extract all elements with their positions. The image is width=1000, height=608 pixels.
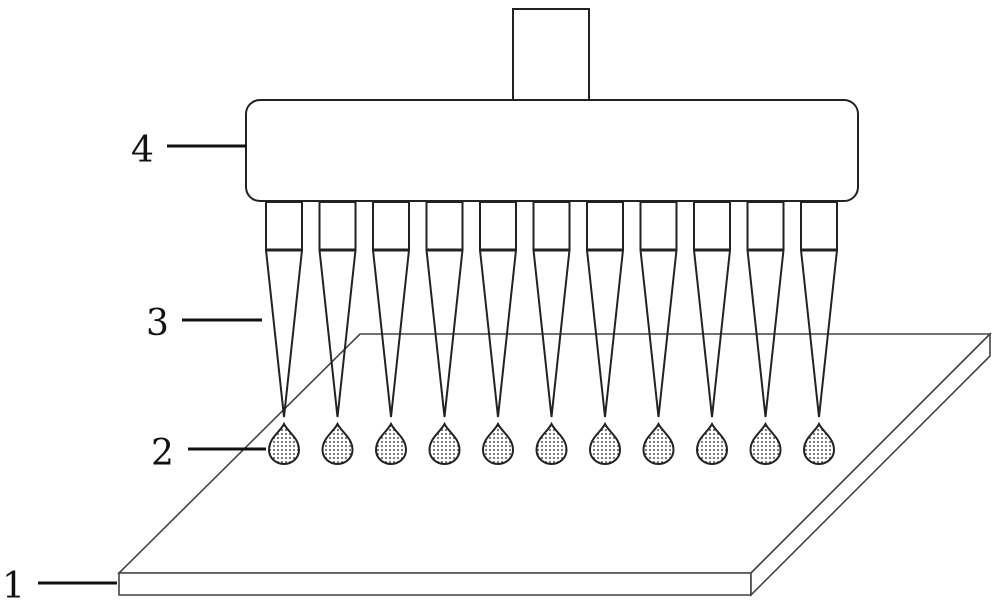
tip-collar [693, 201, 731, 251]
tip-cone [800, 249, 838, 418]
droplet [481, 421, 515, 465]
tip-collar [265, 201, 303, 251]
label-1: 1 [2, 566, 117, 607]
tip-collar [746, 201, 785, 251]
tip-collar [479, 201, 517, 251]
droplet [428, 421, 461, 465]
plate-side-face [750, 332, 991, 597]
pipette-tip [318, 201, 357, 418]
tip-collar [425, 201, 464, 251]
droplet [321, 421, 354, 465]
droplet [642, 421, 675, 465]
pipette-tip [693, 201, 731, 418]
droplet [374, 421, 408, 465]
tip-cone [746, 249, 785, 418]
tip-collar [532, 201, 571, 251]
label-2: 2 [151, 433, 266, 474]
tip-cone [639, 249, 678, 418]
tip-collar [372, 201, 410, 251]
tip-collar [800, 201, 838, 251]
tip-array [265, 201, 838, 465]
pipette-tip [265, 201, 303, 418]
label-text-2: 2 [151, 433, 174, 474]
tip-cone [372, 249, 410, 418]
label-text-3: 3 [146, 303, 169, 344]
tip-cone [586, 249, 624, 418]
droplet [802, 421, 836, 465]
pipette-tip [425, 201, 464, 418]
pipette-tip [532, 201, 571, 418]
head-connector [512, 8, 590, 101]
label-3: 3 [146, 303, 262, 344]
tip-cone [479, 249, 517, 418]
tip-cone [532, 249, 571, 418]
label-text-4: 4 [131, 130, 154, 171]
tip-cone [693, 249, 731, 418]
droplet [749, 421, 782, 465]
pipette-tip [639, 201, 678, 418]
droplet [267, 421, 301, 465]
tip-collar [318, 201, 357, 251]
dispensing-head-body [245, 99, 859, 202]
pipette-tip [479, 201, 517, 418]
tip-cone [318, 249, 357, 418]
pipette-tip [372, 201, 410, 418]
tip-cone [265, 249, 303, 418]
pipette-tip [800, 201, 838, 418]
tip-collar [639, 201, 678, 251]
pipette-tip [746, 201, 785, 418]
label-text-1: 1 [2, 566, 25, 607]
label-4: 4 [131, 130, 246, 171]
droplet [695, 421, 729, 465]
droplet [535, 421, 568, 465]
tip-cone [425, 249, 464, 418]
plate-front-face [118, 572, 752, 596]
pipette-tip [586, 201, 624, 418]
tip-collar [586, 201, 624, 251]
droplet [588, 421, 622, 465]
